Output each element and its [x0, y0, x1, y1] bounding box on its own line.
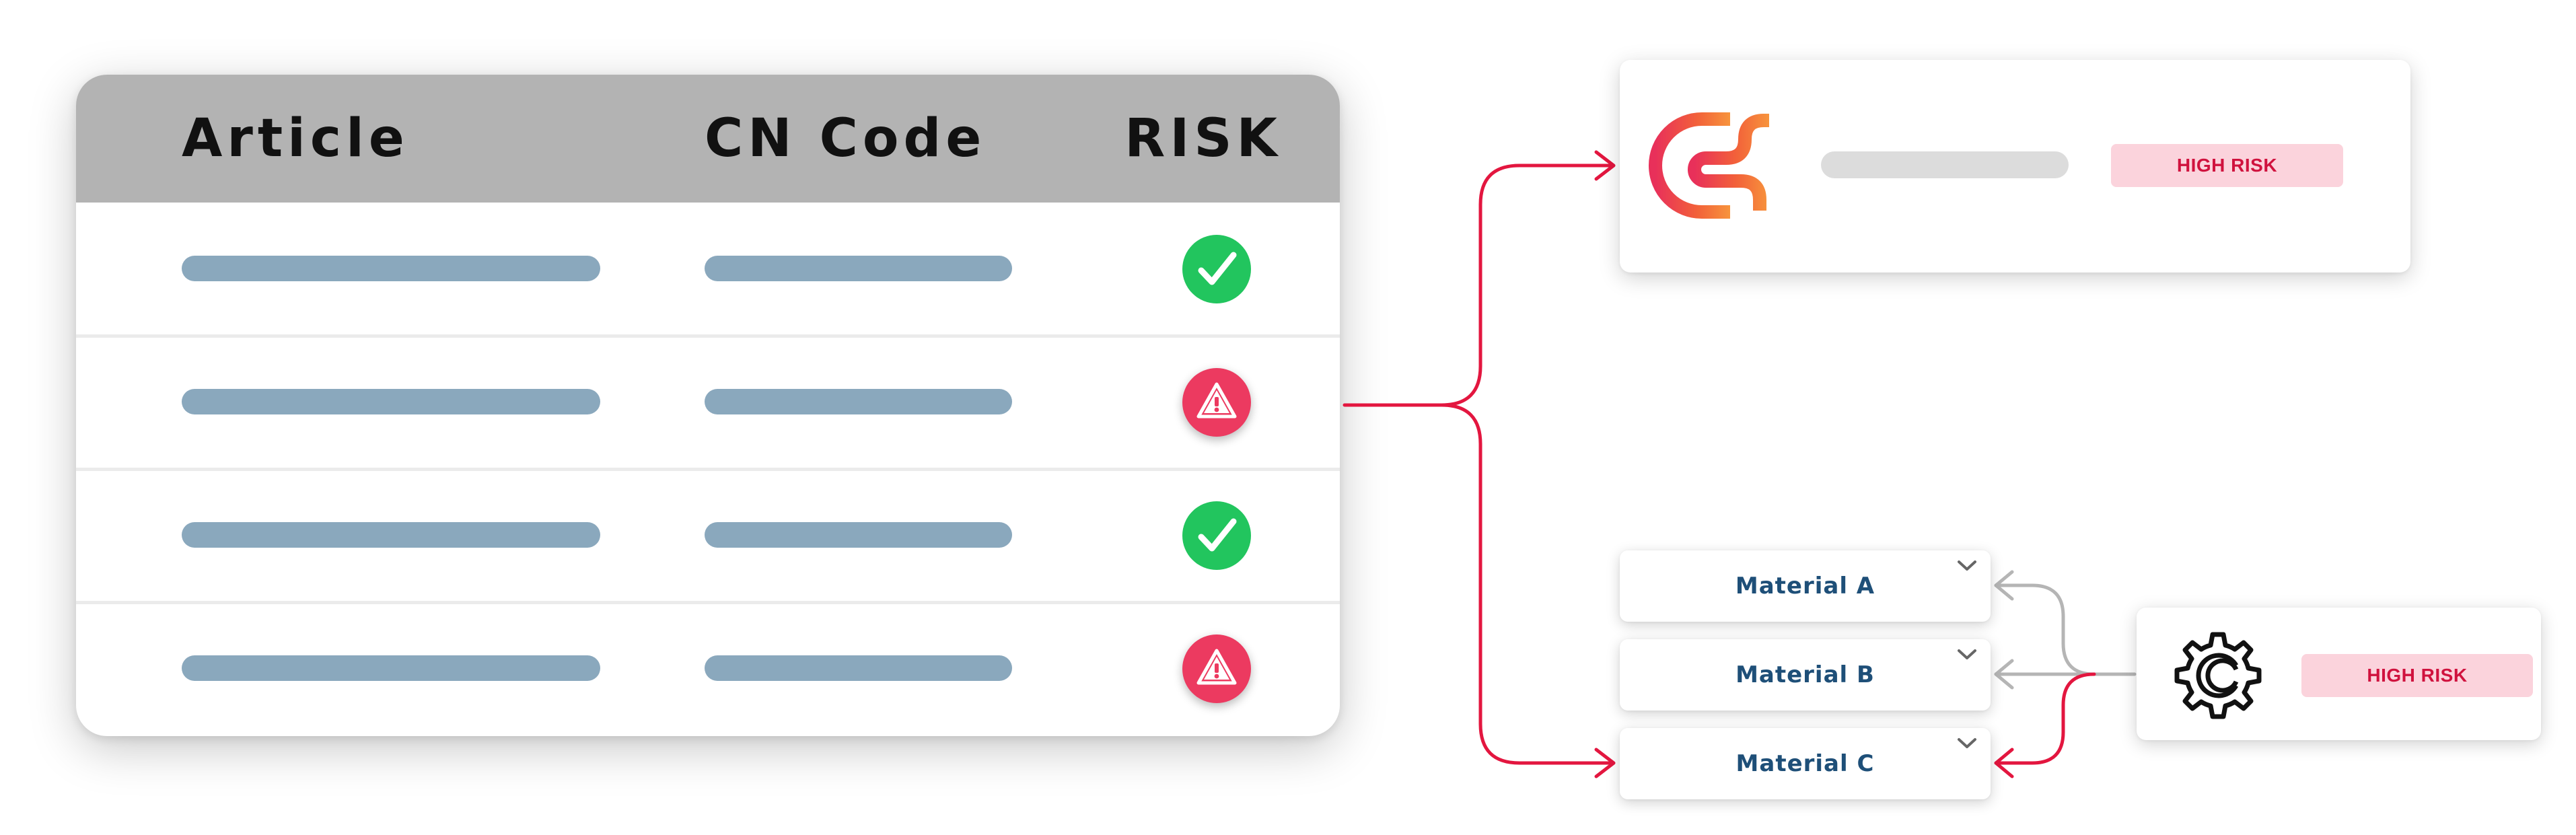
checkmark-icon	[1182, 501, 1251, 570]
risk-table: Article CN Code RISK	[76, 75, 1340, 736]
material-a-dropdown[interactable]: Material A	[1620, 550, 1991, 622]
checkmark-icon	[1182, 235, 1251, 303]
company-risk-badge: HIGH RISK	[2111, 144, 2343, 187]
warning-icon	[1182, 368, 1251, 437]
material-c-label: Material C	[1736, 750, 1875, 777]
table-header: Article CN Code RISK	[76, 75, 1340, 203]
header-risk: RISK	[1124, 108, 1282, 169]
cn-code-placeholder-bar	[705, 256, 1012, 281]
gear-icon	[2174, 632, 2262, 719]
company-name-placeholder	[1821, 151, 2069, 178]
material-c-dropdown[interactable]: Material C	[1620, 728, 1991, 799]
material-b-label: Material B	[1736, 661, 1875, 688]
header-cn-code: CN Code	[705, 108, 987, 169]
article-placeholder-bar	[182, 256, 600, 281]
cn-code-placeholder-bar	[705, 655, 1012, 681]
material-b-dropdown[interactable]: Material B	[1620, 639, 1991, 711]
table-row[interactable]	[76, 469, 1340, 601]
company-card[interactable]: HIGH RISK	[1620, 60, 2410, 273]
chevron-down-icon[interactable]	[1956, 558, 1978, 573]
warning-icon	[1182, 634, 1251, 703]
article-placeholder-bar	[182, 522, 600, 548]
chevron-down-icon[interactable]	[1956, 647, 1978, 662]
cn-code-placeholder-bar	[705, 389, 1012, 414]
company-logo-icon	[1649, 112, 1769, 219]
row-divider	[76, 601, 1340, 604]
table-row[interactable]	[76, 602, 1340, 734]
chevron-down-icon[interactable]	[1956, 736, 1978, 751]
supplier-card[interactable]: HIGH RISK	[2137, 608, 2541, 740]
supplier-risk-badge: HIGH RISK	[2301, 654, 2533, 697]
row-divider	[76, 468, 1340, 471]
header-article: Article	[182, 108, 409, 169]
table-row[interactable]	[76, 336, 1340, 468]
material-a-label: Material A	[1735, 573, 1875, 600]
table-row[interactable]	[76, 203, 1340, 334]
article-placeholder-bar	[182, 655, 600, 681]
row-divider	[76, 334, 1340, 338]
article-placeholder-bar	[182, 389, 600, 414]
cn-code-placeholder-bar	[705, 522, 1012, 548]
